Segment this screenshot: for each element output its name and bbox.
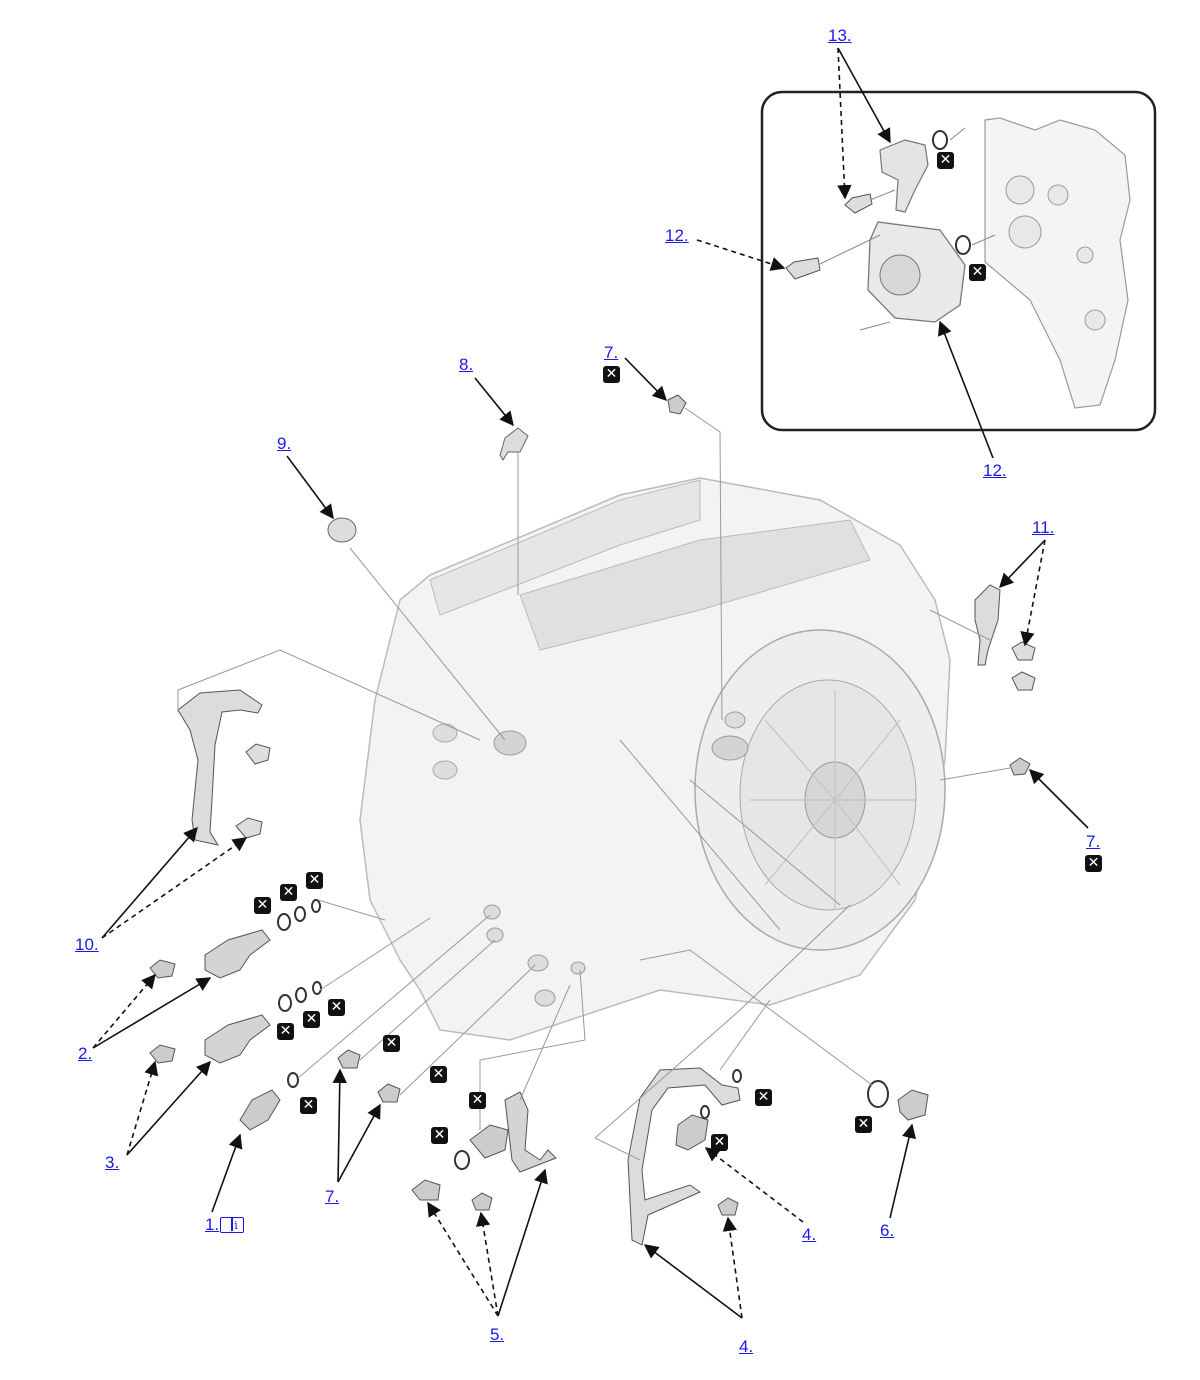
x-square-icon: ✕ bbox=[855, 1116, 872, 1133]
callout-1[interactable]: 1. bbox=[205, 1215, 245, 1236]
inset-detail bbox=[760, 90, 1157, 432]
x-square-icon: ✕ bbox=[300, 1097, 317, 1114]
x-square-icon: ✕ bbox=[711, 1134, 728, 1151]
x-square-icon: ✕ bbox=[603, 366, 620, 383]
x-square-icon: ✕ bbox=[254, 897, 271, 914]
callout-11[interactable]: 11. bbox=[1032, 518, 1055, 537]
callout-7-right[interactable]: 7. bbox=[1086, 832, 1101, 851]
x-square-icon: ✕ bbox=[937, 152, 954, 169]
transmission-assembly bbox=[359, 477, 951, 1041]
callout-3[interactable]: 3. bbox=[105, 1153, 120, 1172]
x-square-icon: ✕ bbox=[469, 1092, 486, 1109]
callout-arrows bbox=[92, 47, 1089, 1319]
parts bbox=[149, 394, 1036, 1246]
callout-9[interactable]: 9. bbox=[277, 434, 292, 453]
x-square-icon: ✕ bbox=[969, 264, 986, 281]
callout-6[interactable]: 6. bbox=[880, 1221, 895, 1240]
callout-1-label: 1. bbox=[205, 1215, 220, 1234]
x-square-icon: ✕ bbox=[383, 1035, 400, 1052]
x-square-icon: ✕ bbox=[1085, 855, 1102, 872]
x-square-icon: ✕ bbox=[306, 872, 323, 889]
x-square-icon: ✕ bbox=[280, 884, 297, 901]
callout-7-bottom[interactable]: 7. bbox=[325, 1187, 340, 1206]
x-square-icon: ✕ bbox=[755, 1089, 772, 1106]
x-square-icon: ✕ bbox=[277, 1023, 294, 1040]
callout-4-right[interactable]: 4. bbox=[802, 1225, 817, 1244]
guide-lines bbox=[177, 407, 1011, 1161]
x-square-icon: ✕ bbox=[303, 1011, 320, 1028]
callout-8[interactable]: 8. bbox=[459, 355, 474, 374]
x-square-icon: ✕ bbox=[430, 1066, 447, 1083]
callout-10[interactable]: 10. bbox=[75, 935, 99, 954]
callout-7-top[interactable]: 7. bbox=[604, 343, 619, 362]
callout-2[interactable]: 2. bbox=[78, 1044, 93, 1063]
book-info-icon[interactable] bbox=[220, 1216, 245, 1236]
callout-12-bottom[interactable]: 12. bbox=[983, 461, 1007, 480]
callout-5[interactable]: 5. bbox=[490, 1325, 505, 1344]
callout-12-left[interactable]: 12. bbox=[665, 226, 689, 245]
x-square-icon: ✕ bbox=[431, 1127, 448, 1144]
callout-13[interactable]: 13. bbox=[828, 26, 852, 45]
callout-4-bottom[interactable]: 4. bbox=[739, 1337, 754, 1356]
x-square-icon: ✕ bbox=[328, 999, 345, 1016]
